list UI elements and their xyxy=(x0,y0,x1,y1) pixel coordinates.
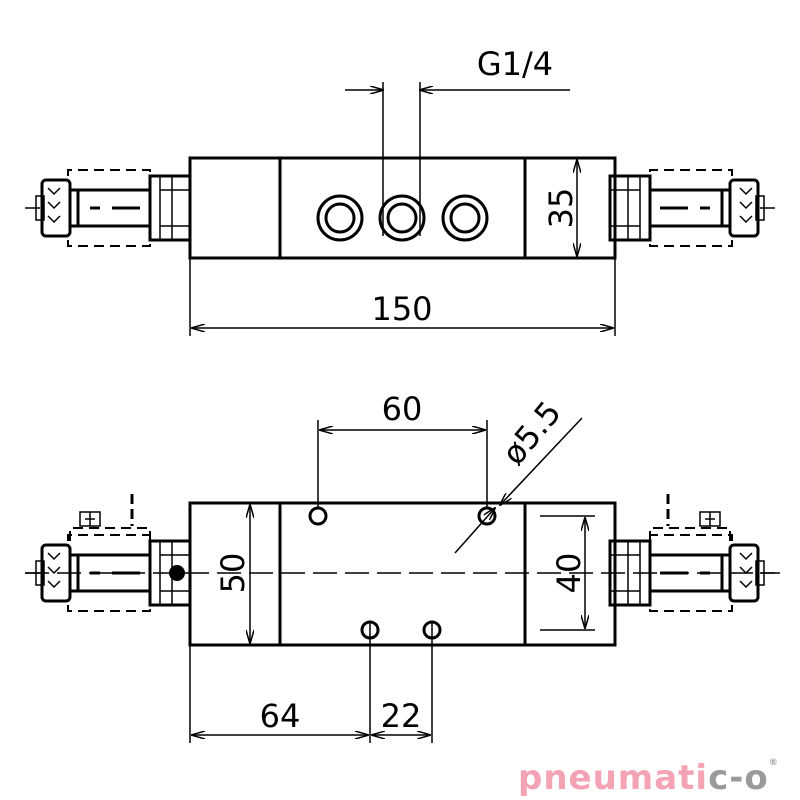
offset-dim-label: 64 xyxy=(260,697,301,735)
lower-spacing-label: 22 xyxy=(381,697,422,735)
top-view: G1/4 35 150 xyxy=(23,45,777,336)
hole-spacing-label: 60 xyxy=(382,390,423,428)
width-dim-label: 50 xyxy=(214,553,252,594)
port-thread-label: G1/4 xyxy=(477,45,553,83)
height-dim-label: 35 xyxy=(542,188,580,229)
inner-dim-label: 40 xyxy=(550,553,588,594)
port-circles xyxy=(316,194,489,242)
bottom-view: 60 ø5.5 50 40 64 22 xyxy=(23,390,780,743)
pneumatico-logo: pneumatic-o® xyxy=(518,758,779,798)
solenoid-right-top xyxy=(608,168,777,248)
mounting-holes xyxy=(308,506,497,640)
length-dim-label: 150 xyxy=(371,290,432,328)
solenoid-left-top xyxy=(23,168,192,248)
electrical-symbols xyxy=(69,494,731,541)
hole-diameter-label: ø5.5 xyxy=(494,394,568,472)
